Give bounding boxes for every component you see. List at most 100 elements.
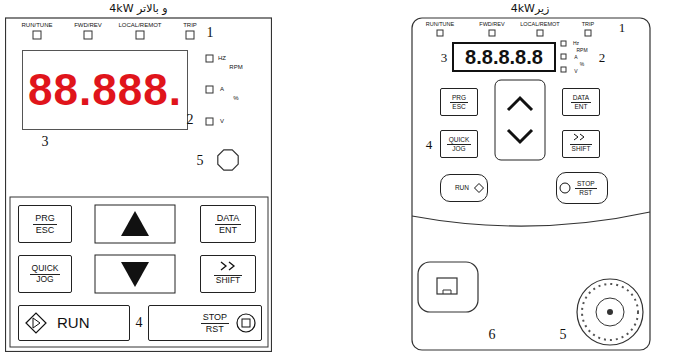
- indicator-label: RPM: [229, 64, 242, 70]
- key-label: RUN: [453, 184, 471, 191]
- callout-number: 1: [207, 26, 214, 40]
- rj45-port: [437, 278, 457, 294]
- key-button: DATAENT: [200, 205, 256, 243]
- dial-ticks: [582, 284, 638, 340]
- indicator-label: A: [220, 86, 224, 92]
- up-key: [95, 205, 175, 243]
- run-symbol: [475, 184, 484, 193]
- key-label: SHIFT: [570, 144, 593, 152]
- callout-number: 1: [619, 21, 626, 34]
- key-label: PRG: [450, 94, 468, 102]
- display-digits: 88.888.: [26, 65, 184, 116]
- key-button: STOPRST: [556, 172, 608, 204]
- indicator-label: FWD/REV: [479, 22, 504, 28]
- key-label: DATA: [571, 94, 591, 102]
- dial-ring: [596, 298, 624, 326]
- key-label: STOP: [575, 180, 597, 188]
- led-display: 8.8.8.8.8: [452, 42, 556, 72]
- shift-chevrons: [221, 262, 234, 270]
- indicator-label: %: [580, 62, 584, 67]
- key-label: JOG: [450, 145, 467, 152]
- key-label-group: SHIFT: [214, 262, 243, 286]
- status-led: [537, 30, 543, 36]
- callout-number: 3: [42, 135, 49, 149]
- dial: [577, 279, 643, 345]
- key-label: SHIFT: [214, 275, 243, 286]
- indicator-label: V: [220, 118, 224, 124]
- callout-number: 5: [197, 154, 204, 168]
- key-label-group: QUICKJOG: [30, 264, 61, 285]
- key-button: QUICKJOG: [440, 130, 478, 158]
- indicator-label: RUN/TUNE: [22, 22, 53, 28]
- key-label-group: STOPRST: [575, 180, 597, 196]
- indicator-label: TRIP: [582, 22, 595, 28]
- updown-key: [495, 80, 545, 160]
- status-led: [437, 30, 443, 36]
- unit-led: [561, 54, 566, 59]
- dial-center: [607, 309, 613, 315]
- stop-symbol: [237, 314, 255, 332]
- shift-chevrons: [574, 134, 584, 140]
- down-arrow: [121, 262, 149, 287]
- indicator-label: A: [574, 55, 577, 60]
- indicator-label: LOCAL/REMOT: [118, 22, 161, 28]
- rj45-port: [443, 290, 451, 294]
- callout-number: 2: [599, 51, 606, 64]
- indicator-label: Hz: [573, 41, 579, 46]
- stop-symbol: [242, 319, 250, 327]
- status-led: [33, 31, 41, 39]
- unit-led: [206, 55, 213, 62]
- unit-led: [206, 118, 213, 125]
- key-label: RST: [577, 189, 594, 196]
- up-arrow: [121, 211, 149, 236]
- bezel-edge: [412, 212, 650, 226]
- down-key: [95, 255, 175, 293]
- key-label: ESC: [34, 225, 57, 235]
- indicator-label: TRIP: [183, 22, 197, 28]
- key-label: ESC: [450, 103, 467, 110]
- up-arrow: [508, 98, 532, 110]
- key-button: STOPRST: [148, 305, 262, 341]
- panel-outline: [5, 2, 272, 352]
- key-label: STOP: [201, 312, 229, 323]
- indicator-label: %: [233, 95, 238, 101]
- key-label-group: DATAENT: [571, 94, 591, 110]
- panel-border: [6, 18, 272, 352]
- knob: [218, 150, 238, 170]
- key-label: QUICK: [447, 136, 472, 144]
- keypad-panel: 4kW و بالاتر88.888.PRGESCDATAENTQUICKJOG…: [5, 2, 272, 352]
- key-label: RUN: [55, 314, 92, 331]
- key-label-group: RUN: [453, 184, 471, 191]
- indicator-label: V: [574, 69, 577, 74]
- key-button: RUN: [18, 305, 130, 341]
- key-label-group: PRGESC: [450, 94, 468, 110]
- housing-outline: [412, 18, 650, 350]
- callout-number: 2: [187, 113, 194, 127]
- key-label: QUICK: [30, 264, 61, 275]
- key-label-group: QUICKJOG: [447, 136, 472, 152]
- panel-heading: زیر4kW: [405, 2, 655, 16]
- key-label-group: STOPRST: [201, 312, 229, 334]
- status-led: [585, 30, 591, 36]
- indicator-label: LOCAL/REMOT: [520, 22, 559, 28]
- key-label-group: SHIFT: [570, 135, 593, 152]
- key-label: JOG: [34, 275, 55, 285]
- key-label-group: DATAENT: [215, 213, 242, 235]
- key-button: DATAENT: [562, 88, 600, 116]
- callout-number: 6: [489, 328, 496, 342]
- key-label-group: RUN: [55, 314, 92, 331]
- key-label-group: 88.888.: [26, 65, 184, 116]
- key-button: SHIFT: [200, 255, 256, 293]
- key-button: QUICKJOG: [18, 255, 72, 293]
- key-button: PRGESC: [18, 205, 72, 243]
- key-label-group: 8.8.8.8.8: [463, 46, 545, 69]
- stop-symbol: [560, 183, 570, 193]
- led-display: 88.888.: [22, 50, 188, 130]
- run-symbol: [26, 313, 46, 333]
- unit-led: [561, 67, 566, 72]
- run-symbol: [33, 318, 40, 328]
- indicator-label: RUN/TUNE: [426, 22, 454, 28]
